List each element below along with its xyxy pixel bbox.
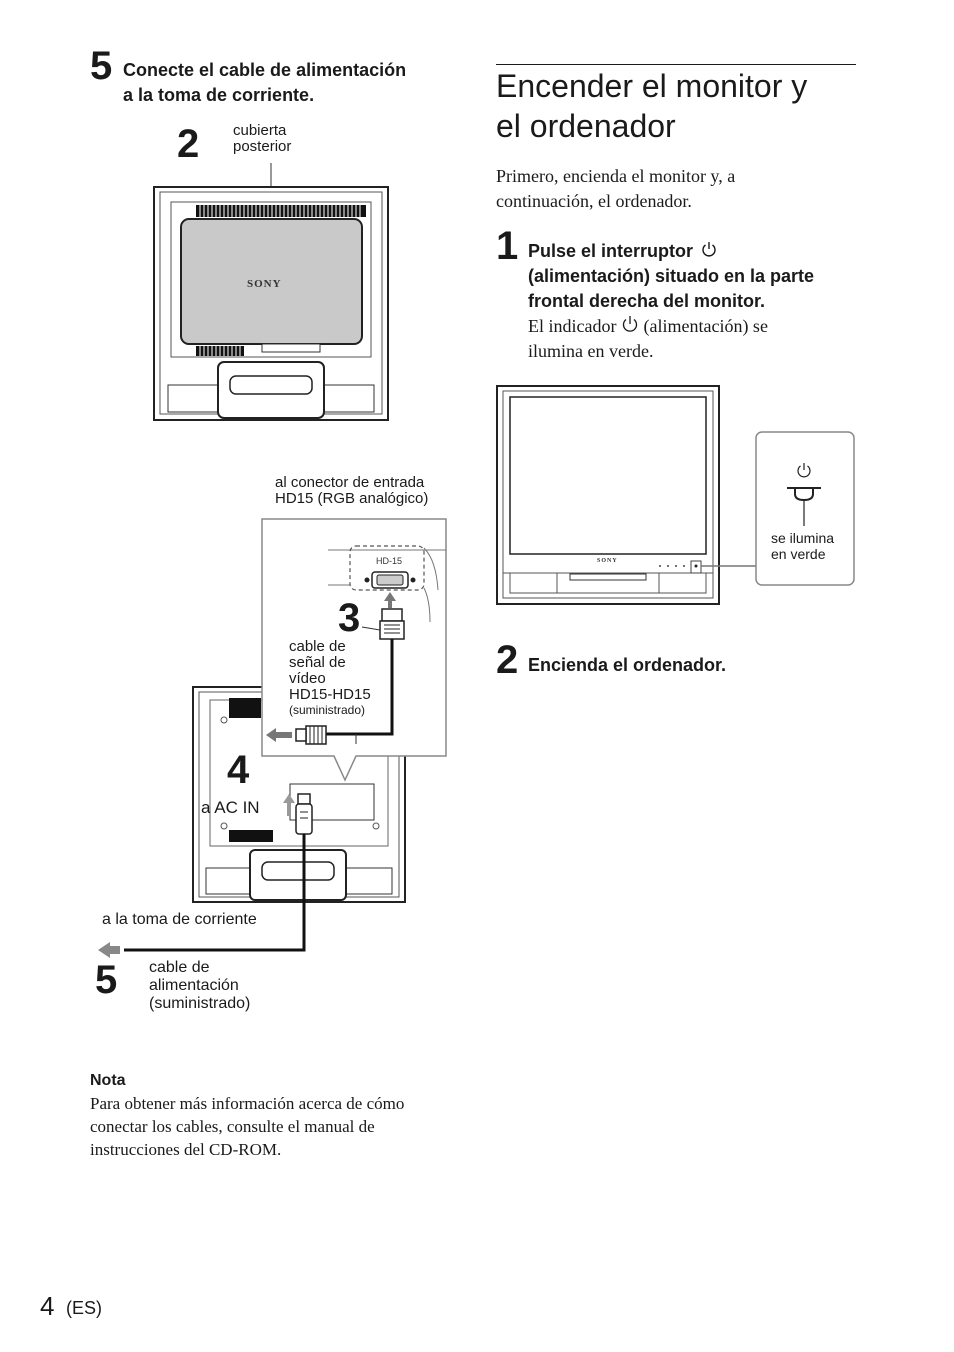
- sony-logo-front: SONY: [597, 558, 618, 564]
- page-number: 4: [40, 1291, 55, 1321]
- intro-paragraph: Primero, encienda el monitor y, a contin…: [496, 164, 735, 214]
- note-body-line3: instrucciones del CD-ROM.: [90, 1140, 282, 1159]
- video-cable-label-line4: HD15-HD15: [289, 686, 371, 703]
- figure-callout-3: 3: [338, 596, 361, 640]
- video-cable-label-line3: vídeo: [289, 670, 326, 687]
- step-1-title-text1: Pulse el interruptor: [528, 241, 694, 261]
- power-icon: [622, 316, 638, 332]
- step-5-title-line1: Conecte el cable de alimentación: [123, 60, 407, 80]
- power-cable-label: cable de alimentación (suministrado): [149, 959, 250, 1013]
- step-1-body: El indicador (alimentación) se ilumina e…: [528, 314, 848, 364]
- power-cable-label-line2: alimentación: [149, 977, 239, 994]
- section-heading-line1: Encender el monitor y: [496, 68, 808, 104]
- section-heading: Encender el monitor y el ordenador: [496, 66, 856, 146]
- ac-in-label: a AC IN: [201, 798, 260, 817]
- input-connector-label-line2: HD15 (RGB analógico): [275, 490, 429, 507]
- figure-callout-2: 2: [177, 122, 200, 166]
- heading-rule: [496, 64, 856, 65]
- note-body-line1: Para obtener más información acerca de c…: [90, 1094, 405, 1113]
- figure-callout-4: 4: [227, 748, 250, 792]
- indicator-callout-line1: se ilumina: [771, 530, 835, 546]
- figure-callout-5: 5: [95, 958, 118, 1002]
- note-body-line2: conectar los cables, consulte el manual …: [90, 1117, 375, 1136]
- note-title: Nota: [90, 1072, 126, 1089]
- input-connector-label: al conector de entrada HD15 (RGB analógi…: [275, 475, 428, 507]
- video-cable-label: cable de señal de vídeo HD15-HD15 (sumin…: [289, 639, 371, 718]
- step-1-number: 1: [496, 224, 519, 268]
- power-cable-label-line3: (suministrado): [149, 995, 251, 1012]
- step-1-body-text2: (alimentación) se: [643, 316, 768, 336]
- step-2-number: 2: [496, 638, 519, 682]
- step-1-title: Pulse el interruptor (alimentación) situ…: [528, 239, 868, 314]
- step-5-title: Conecte el cable de alimentación a la to…: [123, 58, 463, 108]
- section-heading-line2: el ordenador: [496, 108, 676, 144]
- rear-cover-label: cubierta posterior: [233, 123, 291, 155]
- step-5-title-line2: a la toma de corriente.: [123, 85, 315, 105]
- page-language-suffix: (ES): [66, 1298, 102, 1318]
- step-1-title-line2: (alimentación) situado en la parte: [528, 266, 815, 286]
- outlet-label: a la toma de corriente: [102, 911, 257, 928]
- video-cable-label-line2: señal de: [289, 654, 346, 671]
- video-cable-label-line1: cable de: [289, 638, 346, 655]
- intro-line1: Primero, encienda el monitor y, a: [496, 166, 736, 186]
- step-1-body-line1: El indicador (alimentación) se: [528, 314, 848, 339]
- indicator-callout-line2: en verde: [771, 546, 826, 562]
- hd15-port-label: HD-15: [376, 556, 403, 566]
- rear-cover-label-line2: posterior: [233, 138, 292, 155]
- power-cable-label-line1: cable de: [149, 959, 210, 976]
- intro-line2: continuación, el ordenador.: [496, 191, 692, 211]
- step-1-body-line2: ilumina en verde.: [528, 341, 654, 361]
- input-connector-label-line1: al conector de entrada: [275, 474, 425, 491]
- rear-cover-label-line1: cubierta: [233, 122, 287, 139]
- sony-logo-rear: SONY: [247, 278, 282, 290]
- note-body: Para obtener más información acerca de c…: [90, 1092, 404, 1161]
- step-2-title: Encienda el ordenador.: [528, 655, 727, 675]
- step-1-body-text1: El indicador: [528, 316, 617, 336]
- indicator-callout-label: se ilumina en verde: [771, 530, 834, 562]
- step-5-number: 5: [90, 44, 113, 88]
- power-icon: [702, 242, 716, 257]
- video-cable-label-line5: (suministrado): [289, 703, 366, 717]
- step-1-title-line1: Pulse el interruptor: [528, 239, 868, 264]
- step-1-title-line3: frontal derecha del monitor.: [528, 291, 766, 311]
